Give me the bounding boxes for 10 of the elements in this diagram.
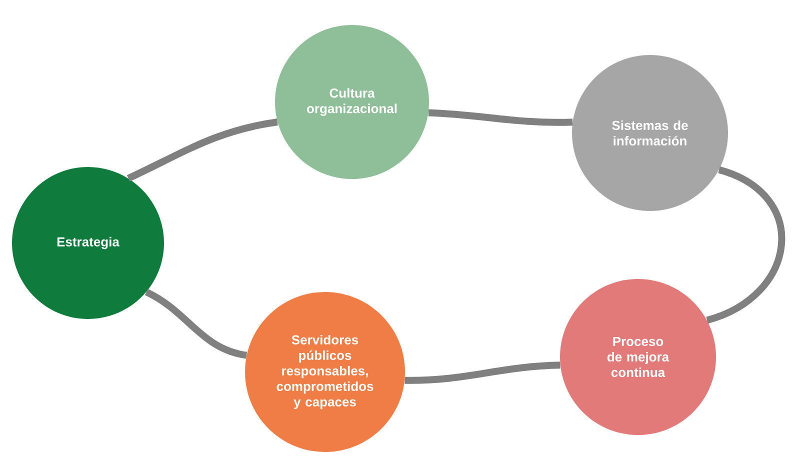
circle-node: Servidores públicos responsables, comprometidos y capaces	[245, 292, 405, 452]
ring-segment	[404, 362, 560, 384]
ring-segment	[126, 118, 278, 182]
circle-node: Sistemas de información	[572, 55, 728, 211]
circle-node: Estrategia	[12, 167, 164, 319]
ring-segment	[428, 109, 573, 126]
circle-node: Proceso de mejora continua	[560, 279, 716, 435]
ring-segment	[706, 166, 785, 324]
ring-segment	[144, 288, 248, 359]
circle-node: Cultura organizacional	[275, 25, 429, 179]
